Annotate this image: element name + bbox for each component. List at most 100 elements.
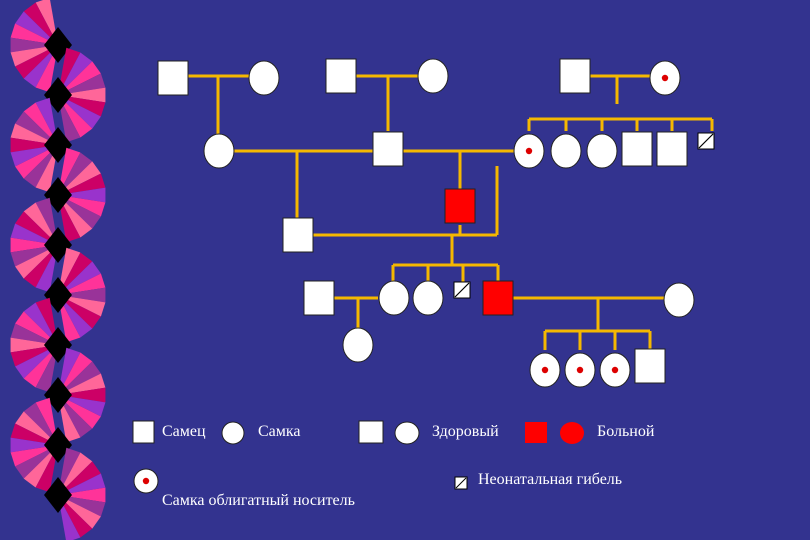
pedigree-individual-II6 [621,131,653,167]
fan-blade [23,102,58,145]
fan-blade [10,323,58,345]
fan-blade [15,345,59,379]
fan-blade [10,237,58,253]
legend-neonatal-death-label: Неонатальная гибель [478,471,623,488]
fan-blade [58,295,93,338]
male-symbol [559,58,591,94]
fan-blade [58,352,93,395]
fan-blade [58,95,101,129]
legend-female-label: Самка [258,423,301,440]
pedigree-individual-IV5 [482,280,514,316]
fan-blade [10,345,58,367]
male-symbol [157,60,189,96]
female-symbol [417,58,449,94]
fan-blade [23,202,58,245]
carrier-dot [541,366,549,374]
female-symbol [203,133,235,169]
fan-blade [58,295,81,343]
fan-blade [35,345,58,393]
fan-blade [58,61,101,95]
fan-blade [23,245,58,288]
fan-blade [10,223,58,245]
fan-blade [58,495,81,540]
fan-blade [10,145,58,167]
male-symbol [372,131,404,167]
fan-blade [35,445,58,493]
pedigree-individual-IV1 [303,280,335,316]
fan-blade [58,161,101,195]
fan-blade [58,95,81,143]
fan-blade [10,337,58,353]
fan-blade [15,311,59,345]
legend-affected-label: Больной [597,423,655,440]
male-symbol [634,348,666,384]
fan-ornament [44,447,106,540]
legend-male-label: Самец [162,423,206,440]
fan-blade [15,111,59,145]
pedigree-individual-IV2 [378,280,410,316]
fan-ornament [10,197,72,293]
pedigree-individual-II4 [550,133,582,169]
male-symbol [656,131,688,167]
fan-blade [58,195,81,243]
female-symbol [663,282,695,318]
fan-blade [15,245,59,279]
fan-blade [10,37,58,53]
fan-blade [23,302,58,345]
fan-blade [58,187,106,203]
pedigree-individual-III2 [444,188,476,224]
carrier-dot [611,366,619,374]
fan-blade [35,297,58,345]
fan-blade [58,395,101,429]
neonatal-death-slash [454,282,470,298]
fan-blade [35,197,58,245]
carrier-dot [525,147,533,155]
fan-ornament [10,297,72,393]
fan-blade [15,445,59,479]
fan-blade [58,247,81,295]
pedigree-individual-V4 [599,352,631,388]
fan-blade [10,137,58,153]
fan-tip [44,77,72,113]
fan-blade [58,395,81,443]
fan-tip [44,477,72,513]
fan-blade [58,395,93,438]
legend-male-symbol [132,420,155,444]
pedigree-individual-II7 [656,131,688,167]
fan-blade [58,195,106,217]
legend-affected-female-symbol [560,422,584,444]
fan-blade [23,145,58,188]
male-symbol [325,58,357,94]
fan-tip [44,377,72,413]
fan-blade [58,495,106,517]
legend-healthy-female-symbol [394,421,420,445]
fan-ornament [44,347,106,443]
pedigree-individual-II5 [586,133,618,169]
fan-blade [58,173,106,195]
fan-blade [58,387,106,403]
fan-blade [10,445,58,467]
fan-blade [10,437,58,453]
fan-blade [15,211,59,245]
pedigree-individual-I1 [157,60,189,96]
fan-tip [44,27,72,63]
fan-tip [44,227,72,263]
fan-ornament [10,97,72,193]
legend-healthy-label: Здоровый [432,423,499,440]
pedigree-symbols [157,58,715,388]
fan-blade [35,97,58,145]
fan-blade [35,145,58,193]
pedigree-individual-V1 [342,327,374,363]
pedigree-individual-II3 [513,133,545,169]
pedigree-individual-IV3 [412,280,444,316]
fan-tip [44,277,72,313]
fan-blade [23,2,58,46]
female-symbol [378,280,410,316]
pedigree-individual-I4 [417,58,449,94]
male-symbol [482,280,514,316]
legend-affected-male-symbol [525,422,547,443]
pedigree-individual-V2 [529,352,561,388]
carrier-dot [576,366,584,374]
fan-ornament [44,47,106,143]
pedigree-individual-V5 [634,348,666,384]
